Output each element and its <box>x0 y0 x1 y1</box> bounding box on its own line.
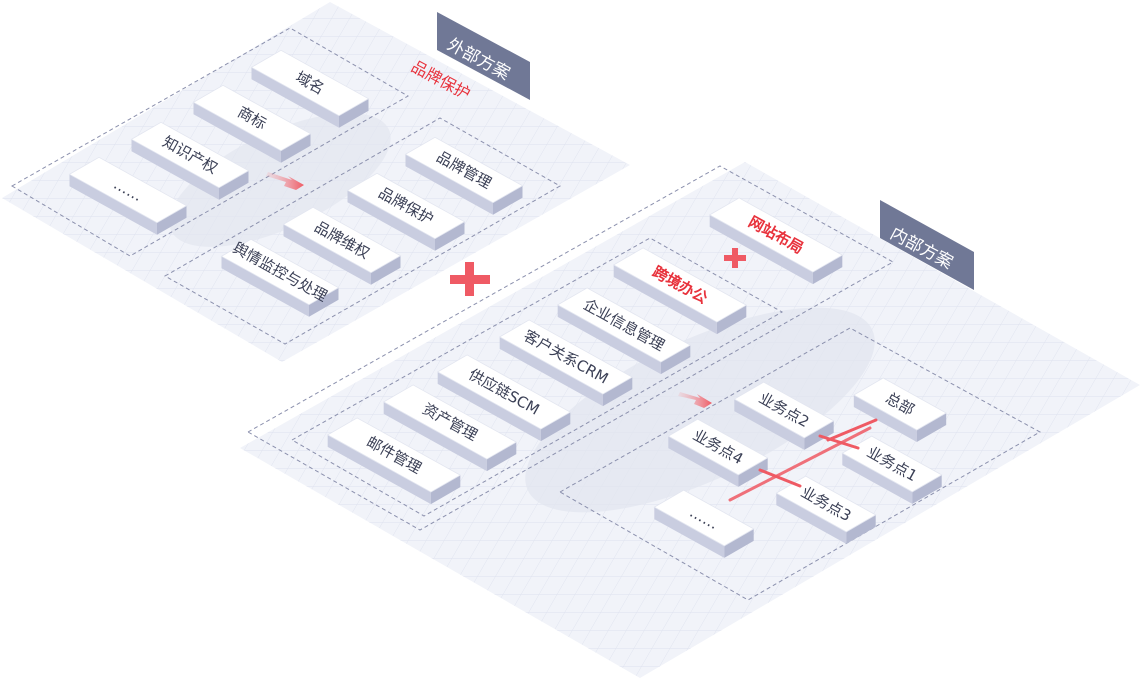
external-left-region <box>11 27 410 257</box>
more-card: …… <box>653 489 755 558</box>
point2-card: 业务点2 <box>733 381 835 450</box>
internal-flow-arrow <box>678 392 712 408</box>
network-links <box>728 418 878 502</box>
system-card: 邮件管理 <box>326 417 462 505</box>
cross-border-office-card: 跨境办公 <box>612 247 748 335</box>
internal-systems-region <box>290 237 784 517</box>
point1-card: 业务点1 <box>841 435 943 504</box>
external-left-card: …… <box>68 156 188 235</box>
external-right-region <box>163 117 562 345</box>
hq-card: 总部 <box>852 377 948 442</box>
plus-icon <box>450 262 490 296</box>
small-plus-icon <box>724 248 746 268</box>
internal-network-region <box>558 327 1042 601</box>
internal-platform <box>240 162 1140 678</box>
external-left-card: 域名 <box>250 49 370 128</box>
external-right-card: 品牌保护 <box>346 172 466 251</box>
external-flow-arrow <box>266 172 304 190</box>
external-left-card: 知识产权 <box>130 121 250 200</box>
point3-card: 业务点3 <box>775 475 877 544</box>
external-left-card: 商标 <box>192 84 312 163</box>
